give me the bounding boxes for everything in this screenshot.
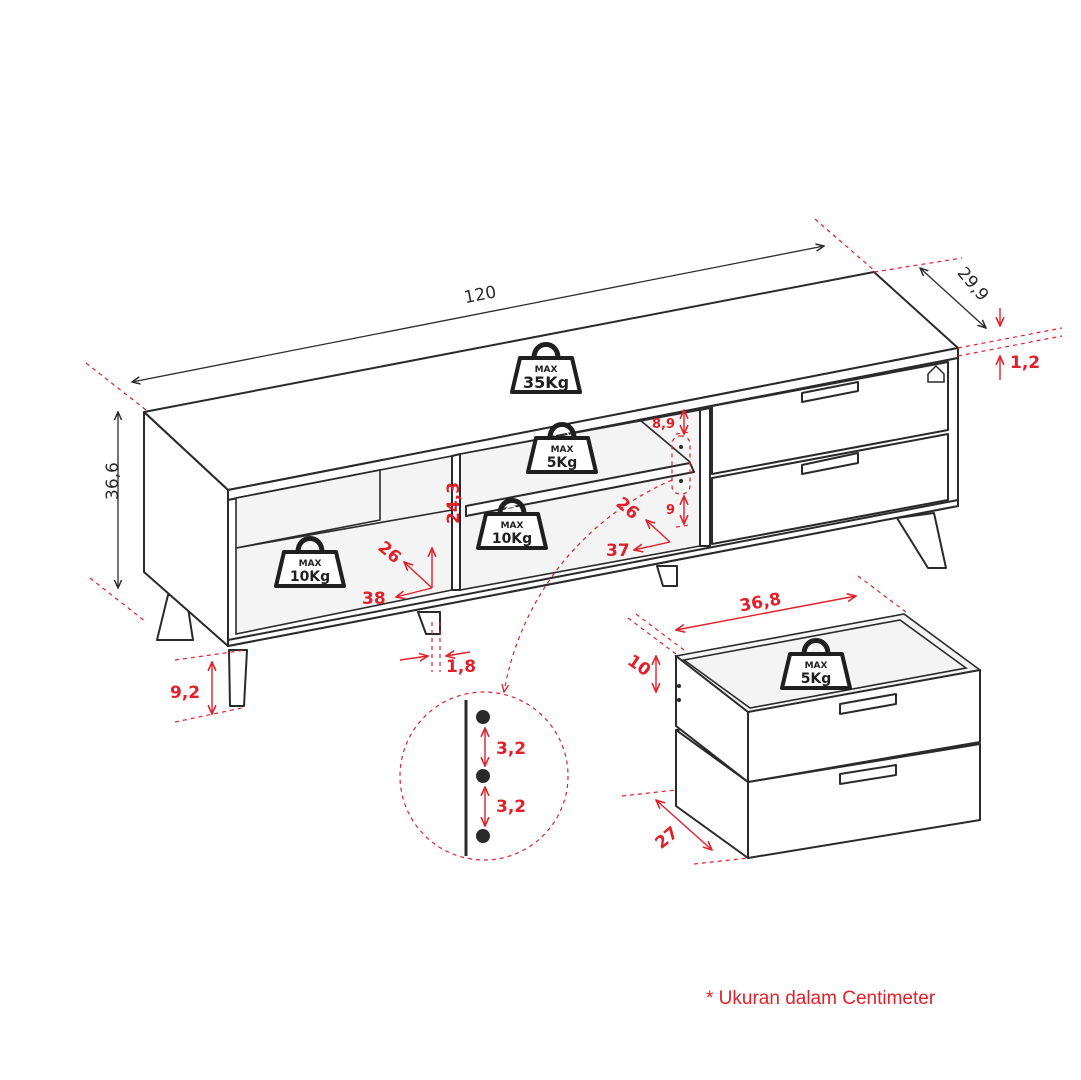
weight-drawer: MAX 5Kg	[782, 641, 850, 689]
width-arrow	[132, 246, 824, 382]
weight-center-upper: MAX 5Kg	[528, 425, 596, 473]
svg-text:5Kg: 5Kg	[801, 671, 832, 687]
leg-back-mid	[656, 565, 678, 587]
hole-spacing-2-label: 3,2	[496, 797, 526, 817]
svg-text:MAX: MAX	[501, 521, 524, 531]
cabinet-drawer-top[interactable]	[711, 361, 949, 475]
leg-front-mid	[417, 611, 441, 635]
center-adjustable-shelf	[465, 462, 695, 517]
weight-left-bottom: MAX 10Kg	[276, 539, 344, 587]
shelf-hole-detail: 3,2 3,2	[399, 691, 569, 861]
left-shelf-height-label: 24,3	[444, 482, 464, 524]
left-shelf-width-label: 38	[362, 589, 386, 609]
hole-spacing-1-label: 3,2	[496, 739, 526, 759]
depth-arrow	[920, 268, 986, 328]
drawer-detail-handle-upper[interactable]	[839, 693, 897, 715]
drawer-detail: 36,8 10 27 MAX 5Kg	[621, 575, 982, 865]
leg-right	[896, 512, 947, 569]
drawer-width-arrow	[676, 596, 856, 630]
weight-top: MAX 35Kg	[512, 345, 580, 393]
drawer-handle-top[interactable]	[801, 381, 859, 403]
height-label: 36,6	[103, 462, 123, 500]
drawer-detail-handle-lower[interactable]	[839, 764, 897, 785]
panel-thickness-label: 1,8	[446, 657, 476, 677]
center-shelf-gap-top-label: 8,9	[652, 417, 675, 432]
extension-lines	[85, 218, 1063, 723]
drawer-depth-arrow	[656, 800, 712, 850]
shelf-hole-1	[476, 710, 490, 724]
drawer-depth-label: 27	[651, 823, 682, 854]
svg-text:35Kg: 35Kg	[523, 373, 569, 392]
units-footnote: * Ukuran dalam Centimeter	[706, 988, 936, 1009]
drawer-handle-bottom[interactable]	[801, 452, 859, 475]
width-label: 120	[462, 282, 498, 308]
shelf-hole-3	[476, 829, 490, 843]
drawer-width-label: 36,8	[738, 589, 783, 616]
center-shelf-gap-bottom-label: 9	[666, 503, 675, 518]
svg-text:MAX: MAX	[551, 445, 574, 455]
drawer-height-label: 10	[623, 651, 654, 681]
svg-text:MAX: MAX	[535, 365, 558, 375]
svg-text:10Kg: 10Kg	[492, 531, 532, 547]
leg-height-label: 9,2	[170, 683, 200, 703]
weight-center-lower: MAX 10Kg	[478, 501, 546, 549]
depth-label: 29,9	[953, 263, 993, 305]
svg-text:10Kg: 10Kg	[290, 569, 330, 585]
leg-front-left	[228, 649, 248, 707]
svg-text:5Kg: 5Kg	[547, 455, 578, 471]
top-thickness-label: 1,2	[1010, 353, 1040, 373]
center-shelf-width-label: 37	[606, 541, 630, 561]
svg-text:MAX: MAX	[805, 661, 828, 671]
shelf-hole-2	[476, 769, 490, 783]
cabinet-drawer-bottom[interactable]	[711, 433, 949, 545]
brand-logo-icon	[927, 364, 945, 383]
drawer-detail-front-upper[interactable]	[747, 669, 981, 783]
svg-text:MAX: MAX	[299, 559, 322, 569]
